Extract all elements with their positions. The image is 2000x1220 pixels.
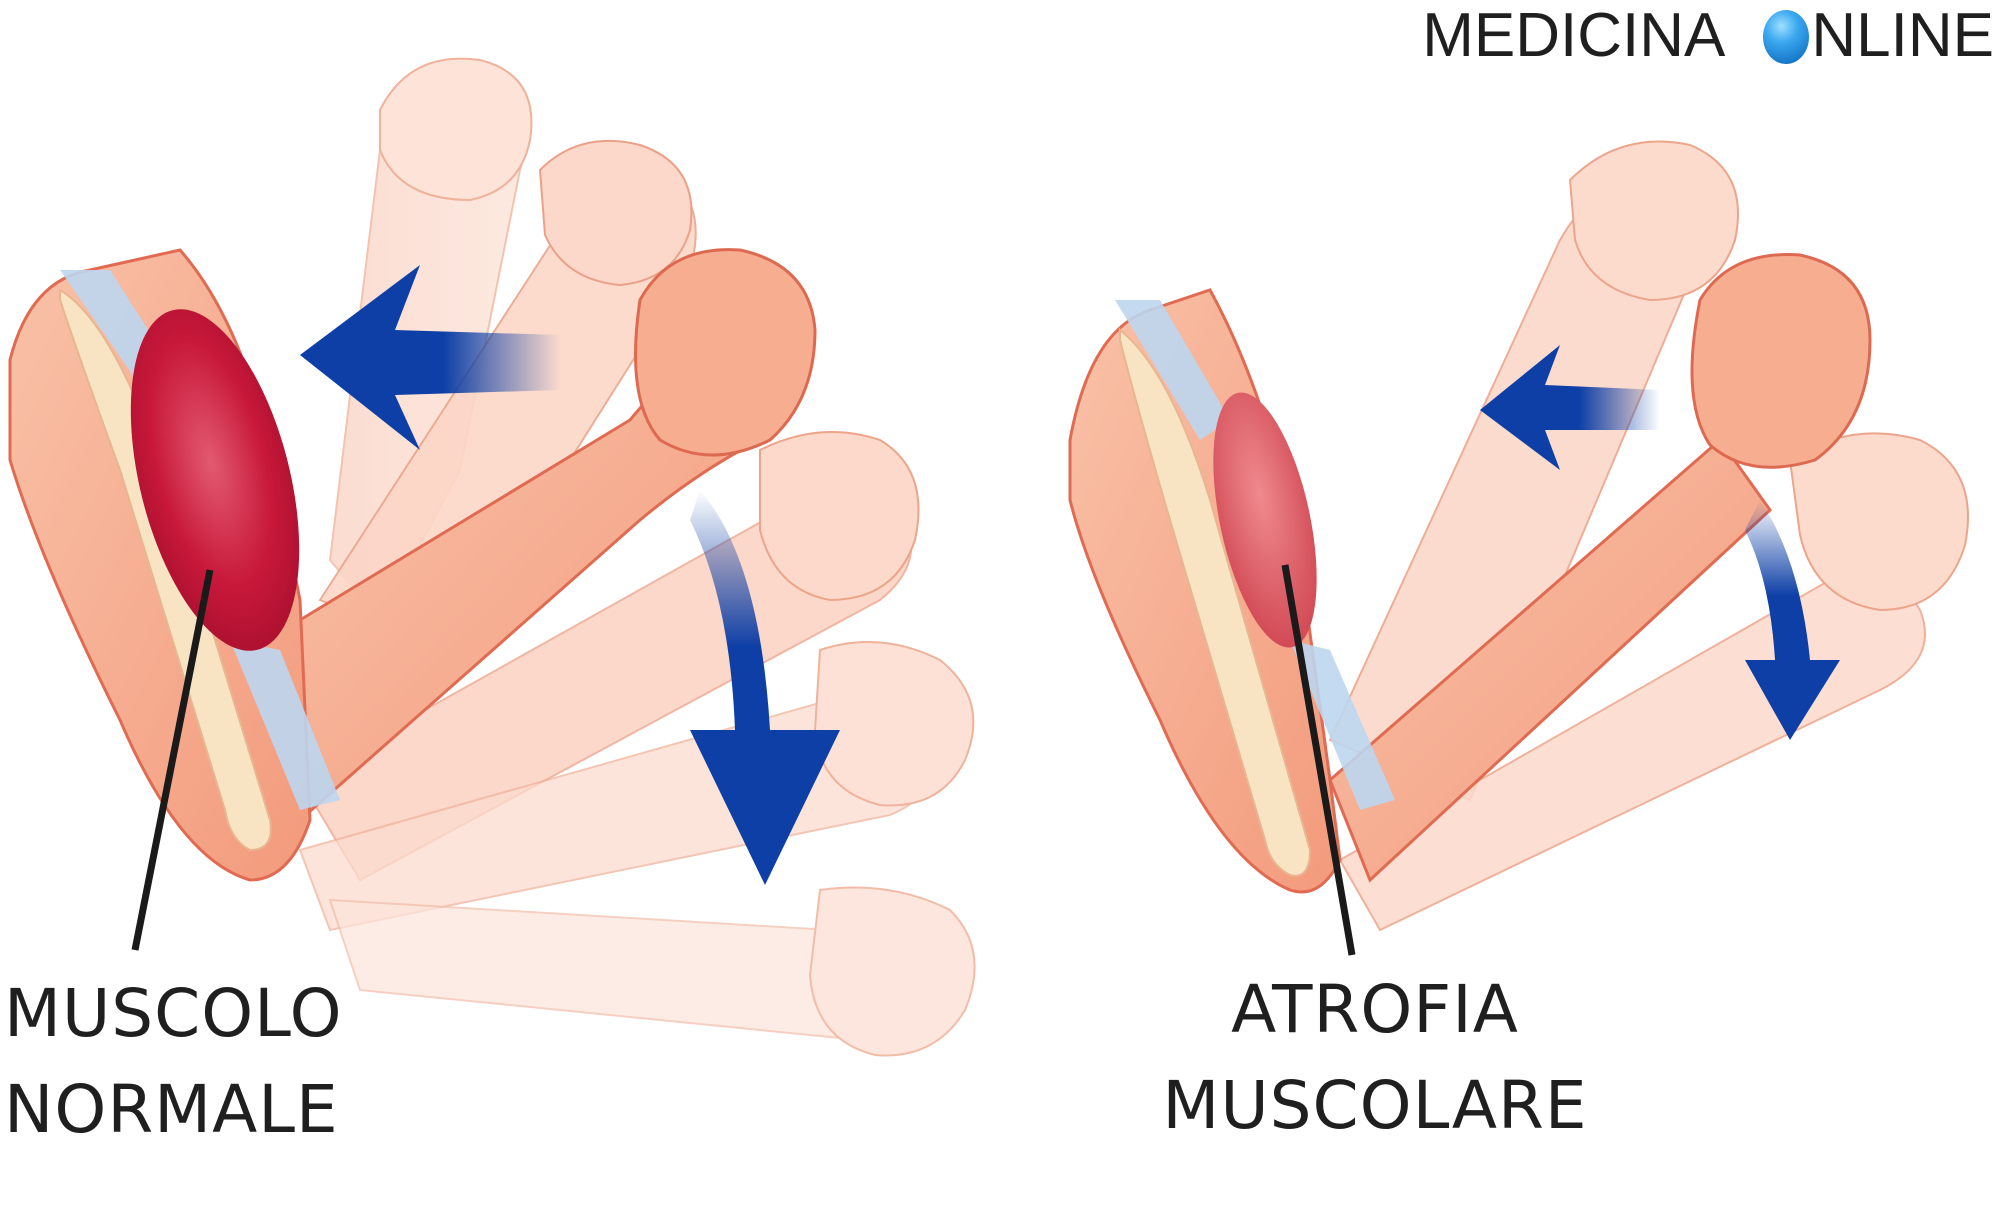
pointer-line-atrophy [1281,564,1356,956]
panel-normal [8,57,976,1057]
arrow-left-icon [300,265,560,450]
label-line: MUSCOLO [4,975,343,1052]
panel-atrophy [1068,140,1969,956]
ghost-fist-high [379,57,533,202]
ghost-fist-high-r [1568,140,1739,302]
ghost-fist-2 [538,139,693,287]
brand-word-nline: NLINE [1811,0,1994,70]
arrow-left-icon-small [1480,345,1660,470]
pointer-line-normal [131,569,214,951]
bone-humerus-r [1119,327,1312,877]
label-line: MUSCOLARE [1162,1067,1588,1144]
label-line: NORMALE [4,1071,339,1148]
biceps-normal [130,309,300,651]
tendon-lower-r [1290,640,1395,810]
arrow-down-icon [690,490,840,885]
ghost-fist-low-r [1788,432,1969,612]
bone-humerus [59,288,272,852]
ghost-fist-low1 [759,431,920,602]
brand-logo: MEDICINA NLINE [1422,0,1994,70]
label-line: ATROFIA [1231,971,1519,1048]
tendon-lower [230,640,340,810]
main-fist [634,248,817,457]
sphere-icon [1763,10,1810,64]
ghost-fist-low3 [808,886,976,1057]
main-forearm-r [1328,437,1772,883]
label-muscle-atrophy: ATROFIA MUSCOLARE [1150,962,1600,1154]
ghost-fist-low2 [813,641,975,807]
tendon-upper-r [1115,300,1230,440]
brand-word-medicina: MEDICINA [1422,0,1726,70]
main-fist-r [1690,253,1872,469]
label-normal-muscle: MUSCOLO NORMALE [4,966,343,1158]
arrow-down-icon-small [1745,500,1840,740]
